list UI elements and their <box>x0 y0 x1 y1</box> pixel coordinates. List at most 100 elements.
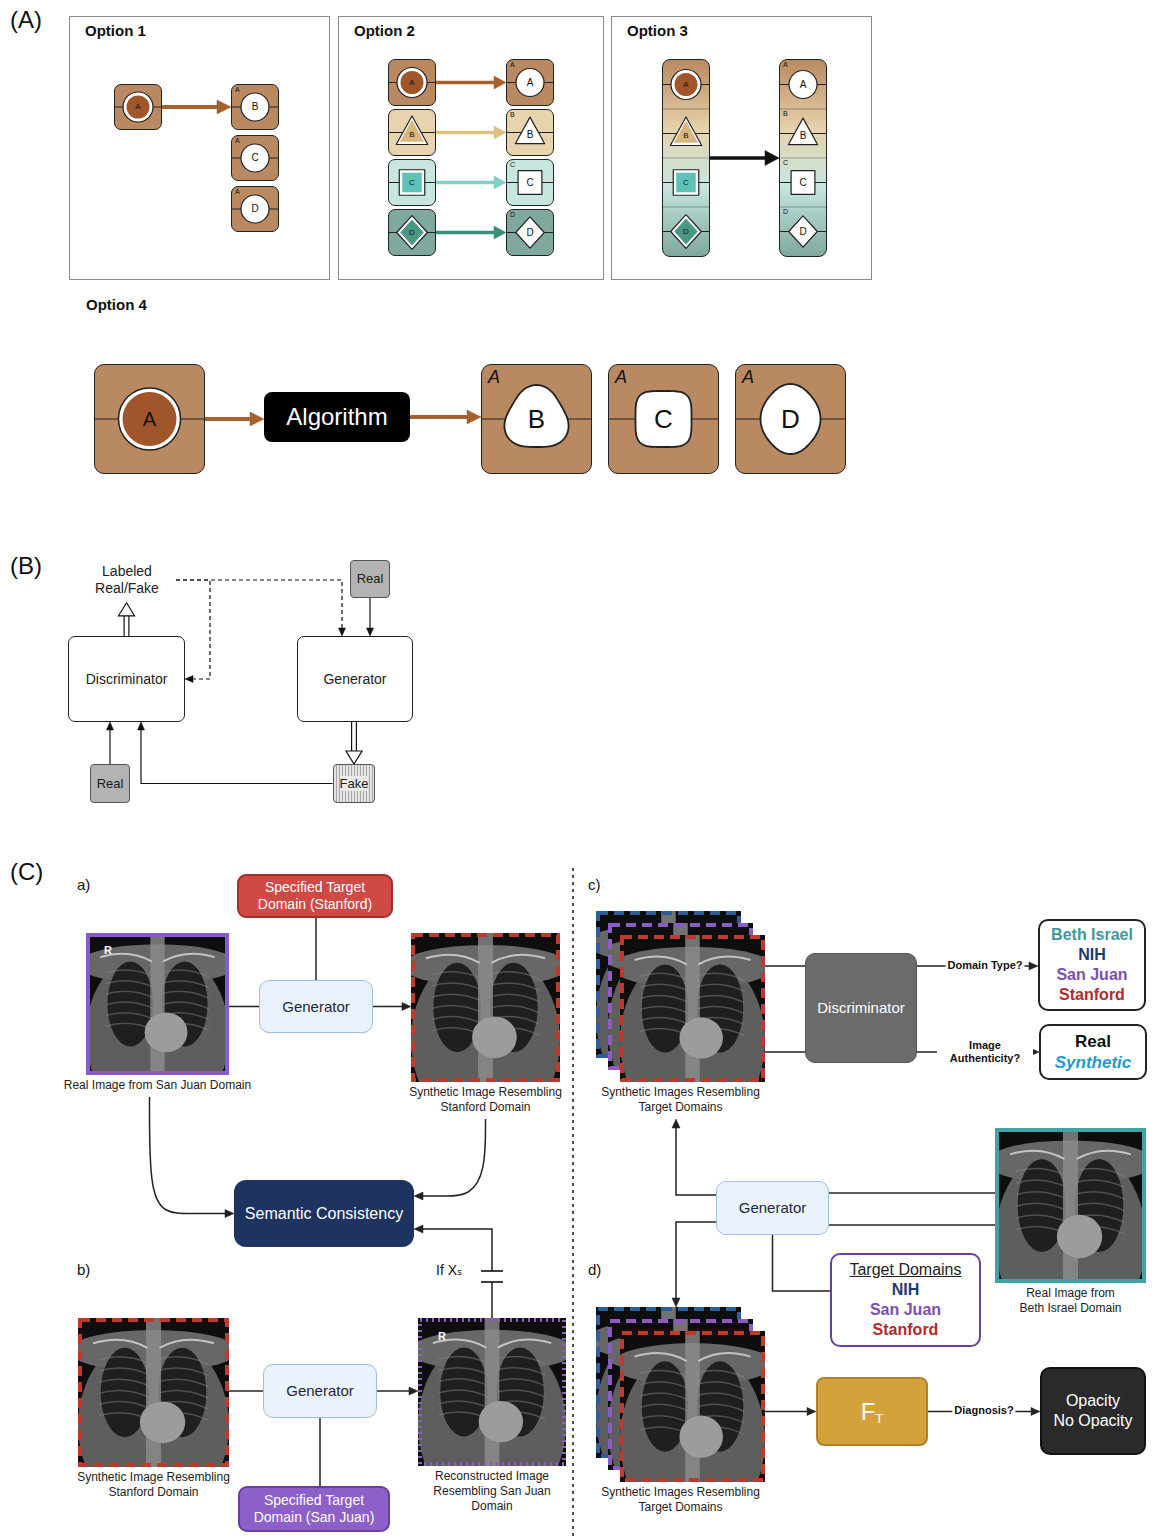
tile-shape <box>789 71 817 99</box>
node-text: C <box>409 179 415 187</box>
connector <box>765 966 805 967</box>
node-text: D <box>683 228 689 236</box>
node-text: Option 1 <box>85 22 330 39</box>
arrowhead <box>1031 1408 1040 1416</box>
tile-shape <box>241 93 269 121</box>
node-text: Option 3 <box>627 22 872 39</box>
node-text: San Juan <box>870 1300 941 1320</box>
node-text: Synthetic <box>1055 1052 1132 1073</box>
node-text: Synthetic Images Resembling Target Domai… <box>591 1485 771 1515</box>
stacked-tile: ABCD <box>662 59 710 257</box>
process-box: Discriminator <box>805 953 917 1063</box>
arrowhead <box>467 410 481 424</box>
arrowhead <box>346 751 362 764</box>
node-text: C <box>654 406 673 432</box>
image-box: Synthetic Image Resembling Stanford Doma… <box>411 933 560 1082</box>
label-holder: (C) <box>10 858 43 886</box>
label-holder: Domain Type? <box>946 959 1025 972</box>
label-holder: a) <box>77 876 90 894</box>
connector-line <box>205 417 254 421</box>
stacked-tile: AABBCCDD <box>779 59 827 257</box>
x-ray-image <box>86 933 229 1075</box>
label-holder: Diagnosis? <box>952 1404 1015 1417</box>
connector <box>138 722 333 784</box>
process-box: Semantic Consistency <box>234 1180 414 1247</box>
connector <box>436 226 506 239</box>
panel-label: Option 4 <box>86 296 147 313</box>
capacitor-plate <box>481 1270 503 1272</box>
node-text: NIH <box>892 1280 920 1300</box>
tile: AD <box>231 186 279 232</box>
node-text: B <box>783 110 788 117</box>
arrowhead <box>185 676 193 683</box>
option-panel: Option 2AAABBBCCCDDD <box>338 16 604 280</box>
edge-label: Diagnosis? <box>952 1404 1015 1417</box>
panel-label: (A) <box>10 6 42 33</box>
node-text: Fake <box>340 776 369 792</box>
connector <box>176 580 346 636</box>
image-border <box>413 935 558 1080</box>
tile-shape <box>241 144 269 172</box>
node-text: NIH <box>1078 945 1106 965</box>
process-box: Generator <box>297 636 413 722</box>
node-text: B <box>409 131 414 139</box>
process-box: Generator <box>716 1181 829 1235</box>
connector-line <box>373 1006 405 1008</box>
label-holder: R <box>438 1326 446 1344</box>
tile-shape <box>673 170 699 196</box>
node-text: B <box>528 406 545 432</box>
node-text: Real Image from Beth Israel Domain <box>1015 1286 1127 1316</box>
connector-line <box>369 598 370 630</box>
process-box: Generator <box>263 1364 377 1418</box>
panel-label: R <box>438 1330 446 1342</box>
connector <box>672 1222 716 1307</box>
tile-shape <box>397 216 428 250</box>
connector-line <box>420 1229 492 1318</box>
node-text: C <box>683 179 689 187</box>
node-text: San Juan <box>1056 965 1127 985</box>
node-text: Discriminator <box>86 671 168 688</box>
connector <box>672 1119 716 1195</box>
connector <box>829 1193 995 1194</box>
image-art <box>78 1318 229 1467</box>
label-holder: If Xₛ <box>434 1262 464 1279</box>
connector <box>205 412 264 426</box>
connector-line <box>176 580 342 630</box>
tile: AD <box>735 364 846 474</box>
label-holder: R <box>104 940 112 958</box>
tile-shape <box>518 171 542 195</box>
tile-shape <box>400 120 424 142</box>
panel-label: R <box>104 944 112 956</box>
label-holder: c) <box>588 876 601 894</box>
connector-line <box>436 81 498 85</box>
tile-shape <box>671 215 702 249</box>
arrowhead <box>250 412 264 426</box>
connector-line <box>229 1006 259 1008</box>
connector <box>320 1418 321 1486</box>
connector-line <box>150 1097 228 1214</box>
connector-line <box>676 1222 716 1301</box>
connector <box>150 1097 235 1218</box>
node-text: Real <box>1075 1031 1111 1052</box>
node-text: Option 2 <box>354 22 604 39</box>
tile-shape <box>516 69 544 97</box>
node-text: C <box>799 178 806 188</box>
tile: AC <box>608 364 719 474</box>
node-text: C <box>251 153 258 163</box>
node-text: Generator <box>286 1382 354 1400</box>
tile-shape <box>515 117 544 144</box>
node-text: Discriminator <box>817 999 905 1017</box>
process-box: Real <box>90 764 131 803</box>
node-text: Real Image from San Juan Domain <box>53 1078 263 1093</box>
image-stack: Synthetic Images Resembling Target Domai… <box>596 1307 765 1482</box>
process-box: Discriminator <box>68 636 185 722</box>
connector-line <box>109 728 110 764</box>
tile-shape <box>127 96 150 119</box>
tile: DD <box>506 209 554 256</box>
node-text: Real <box>357 571 384 587</box>
connector <box>414 1225 492 1318</box>
connector-line <box>436 181 498 185</box>
connector <box>710 151 779 166</box>
arrowhead <box>367 628 374 636</box>
